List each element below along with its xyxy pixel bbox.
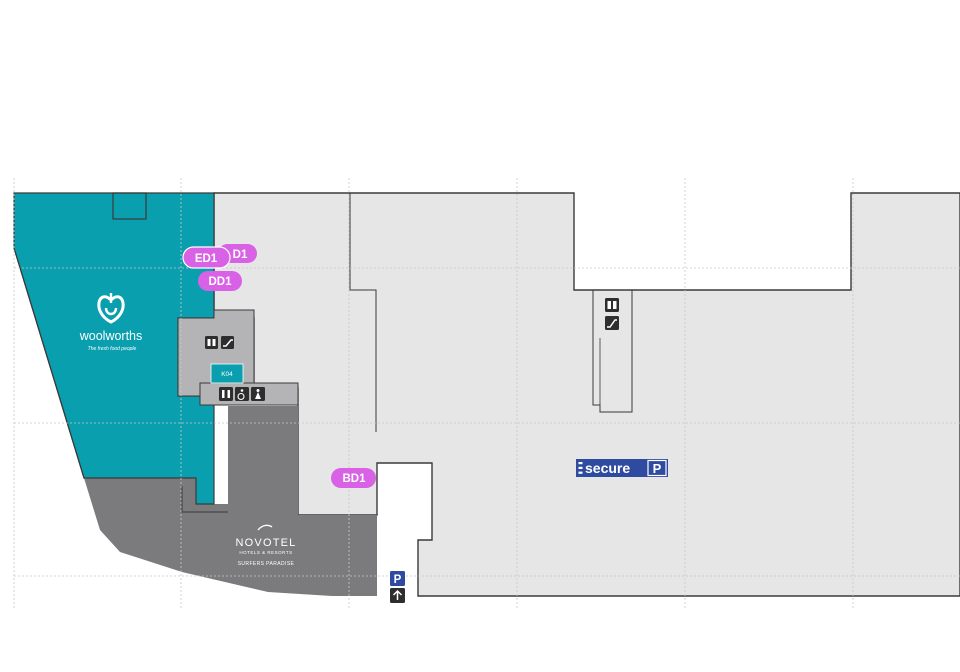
svg-text:D1: D1 xyxy=(233,249,248,261)
partition-1 xyxy=(349,193,377,432)
svg-text:BD1: BD1 xyxy=(342,473,366,485)
parking-sign[interactable]: P xyxy=(390,571,405,586)
novotel-location: SURFERS PARADISE xyxy=(238,561,295,567)
woolworths-notch xyxy=(181,486,228,513)
lift-icon[interactable] xyxy=(605,298,619,312)
woolworths-logo-icon xyxy=(97,293,125,324)
woolworths-dock xyxy=(112,192,147,220)
toilets-icon[interactable] xyxy=(219,387,233,401)
svg-text:P: P xyxy=(394,574,402,586)
escalator-icon[interactable] xyxy=(221,336,234,349)
escalator-icon[interactable] xyxy=(605,316,619,330)
accessible-icon[interactable] xyxy=(235,387,249,401)
novotel-subtitle: HOTELS & RESORTS xyxy=(239,550,292,555)
label-dd1[interactable]: DD1 xyxy=(198,271,242,291)
woolworths-name: woolworths xyxy=(79,329,143,343)
woolworths-tagline: The fresh food people xyxy=(88,346,137,352)
parents-room-icon[interactable] xyxy=(251,387,265,401)
west-edge xyxy=(13,247,85,479)
store-k04-code: K04 xyxy=(221,371,233,378)
secure-parking-logo[interactable]: secure P xyxy=(576,459,668,477)
void-outline xyxy=(592,290,633,413)
novotel-name: NOVOTEL xyxy=(236,537,297,549)
lift-icon[interactable] xyxy=(205,336,218,349)
label-bd1[interactable]: BD1 xyxy=(331,468,376,488)
svg-text:DD1: DD1 xyxy=(208,276,232,288)
reference-grid xyxy=(13,178,960,608)
secure-parking-word: secure xyxy=(585,460,630,476)
svg-text:ED1: ED1 xyxy=(195,253,218,265)
novotel-logo-icon xyxy=(257,524,273,531)
arrow-up-icon[interactable] xyxy=(390,588,405,603)
novotel-area xyxy=(84,406,377,596)
label-ed1[interactable]: ED1 xyxy=(182,246,231,269)
store-k04[interactable] xyxy=(210,363,244,384)
secure-parking-letter: P xyxy=(653,461,662,476)
